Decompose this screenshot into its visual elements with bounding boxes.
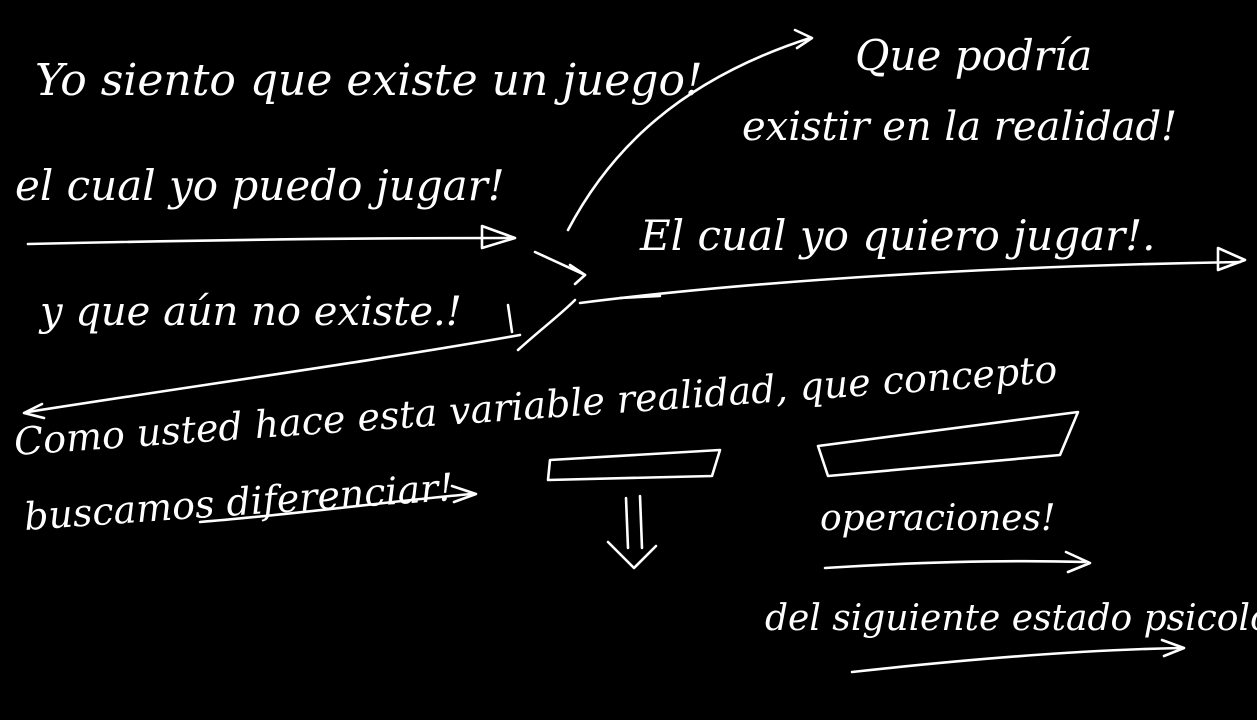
note-line-7: Como usted hace esta variable realidad, … xyxy=(13,347,1059,464)
curved-arrow-stroke xyxy=(566,36,812,232)
note-line-4: el cual yo puedo jugar! xyxy=(15,161,505,210)
arrow-line-3 xyxy=(26,333,522,414)
arrow-head-icon xyxy=(1216,246,1247,272)
empty-box-2 xyxy=(816,410,1080,478)
arrow-head-icon xyxy=(568,263,587,286)
vertical-tick xyxy=(506,303,514,334)
arrow-head-icon xyxy=(1160,638,1186,658)
arrow-head-icon xyxy=(480,224,517,250)
converge-arrow-stroke xyxy=(533,250,587,277)
arrow-line-2 xyxy=(578,260,1242,305)
note-line-2: Que podría xyxy=(855,31,1092,80)
note-line-3: existir en la realidad! xyxy=(742,104,1177,150)
arrow-line-5 xyxy=(823,559,1087,570)
note-line-9: operaciones! xyxy=(820,498,1055,539)
arrow-head-icon xyxy=(22,402,46,420)
empty-box-1 xyxy=(546,448,722,482)
arrow-head-icon xyxy=(1064,550,1092,574)
diagonal-connector xyxy=(516,298,577,352)
note-line-5: El cual yo quiero jugar!. xyxy=(639,211,1155,260)
arrow-head-icon xyxy=(450,484,478,504)
note-line-1: Yo siento que existe un juego! xyxy=(35,55,703,106)
arrow-head-icon xyxy=(793,28,814,50)
arrow-line-1 xyxy=(26,236,514,246)
note-line-6: y que aún no existe.! xyxy=(38,289,462,335)
arrow-line-6 xyxy=(850,646,1182,674)
double-down-arrow-icon xyxy=(606,494,658,570)
back-arrow-stroke xyxy=(618,294,662,300)
note-line-10: del siguiente estado psicologico!. xyxy=(765,598,1257,639)
arrow-line-4 xyxy=(198,492,474,524)
